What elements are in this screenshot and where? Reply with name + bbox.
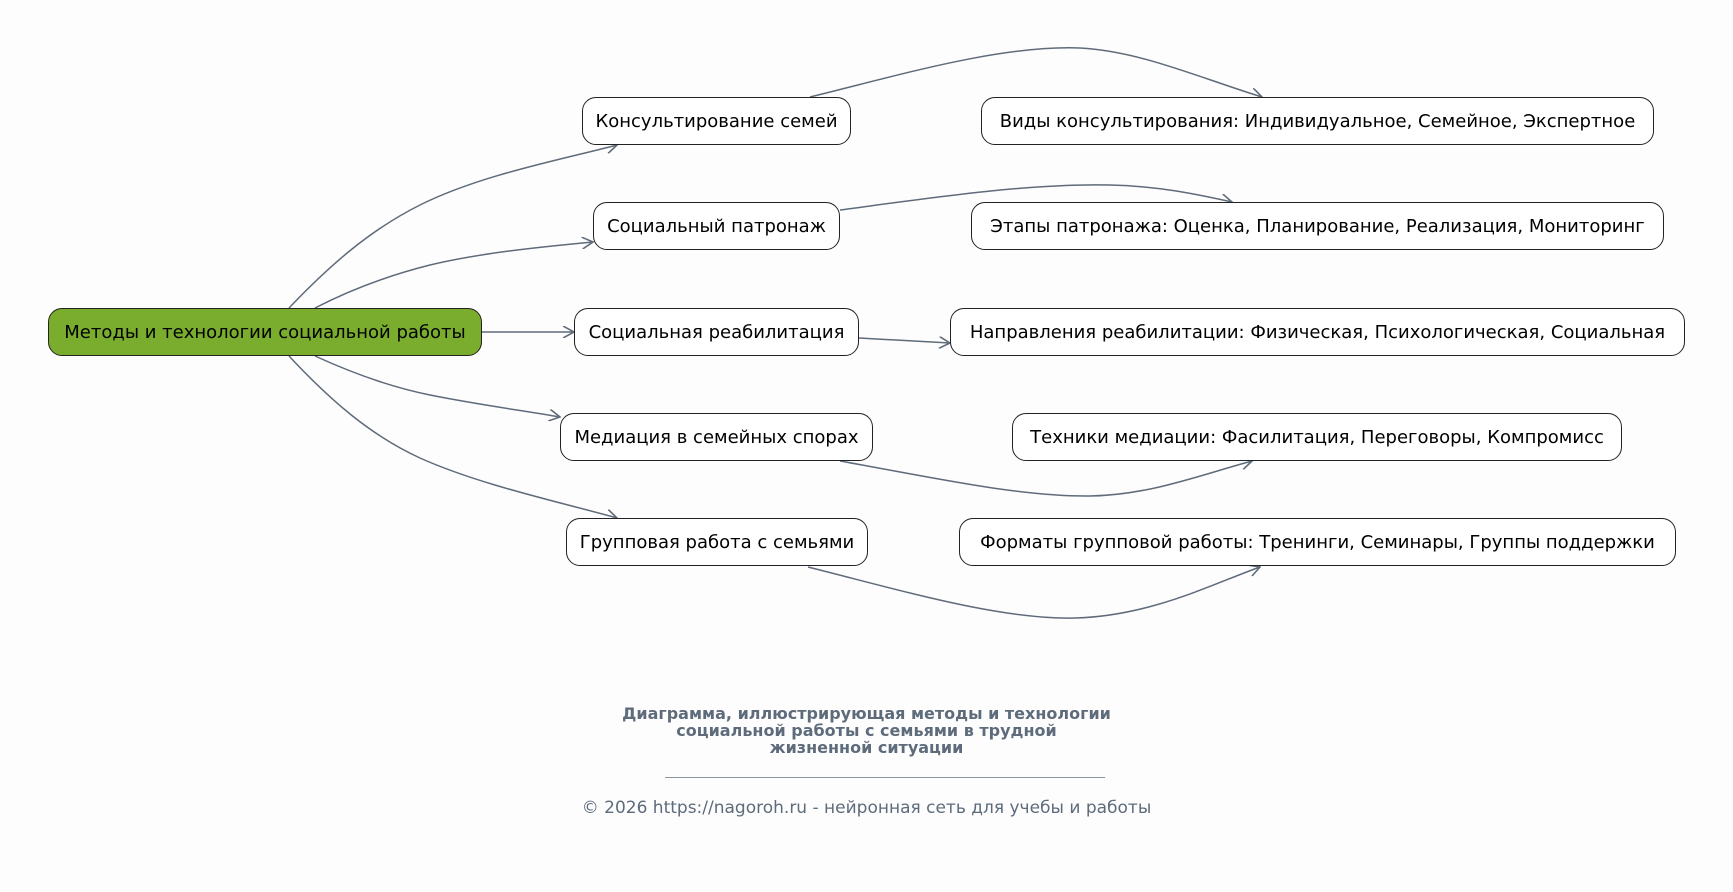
method-node-label: Групповая работа с семьями [579,531,855,553]
method-node-label: Консультирование семей [595,110,838,132]
diagram-caption-line-2: социальной работы с семьями в трудной [676,721,1057,740]
detail-node-mediation-techniques[interactable]: Техники медиации: Фасилитация, Переговор… [1012,413,1622,461]
root-node-label: Методы и технологии социальной работы [64,321,466,343]
footer-copyright: © 2026 https://nagoroh.ru - нейронная се… [581,798,1152,818]
edge-root-to-method-1 [288,145,617,309]
diagram-caption-line-1: Диаграмма, иллюстрирующая методы и техно… [622,704,1111,723]
detail-node-patronage-stages[interactable]: Этапы патронажа: Оценка, Планирование, Р… [971,202,1664,250]
detail-node-label: Виды консультирования: Индивидуальное, С… [999,110,1636,132]
edge-method-5-to-detail [807,567,1260,619]
method-node-counseling[interactable]: Консультирование семей [582,97,851,145]
method-node-label: Медиация в семейных спорах [574,426,859,448]
edge-root-to-method-2 [314,242,593,309]
method-node-group-work[interactable]: Групповая работа с семьями [566,518,868,566]
detail-node-label: Техники медиации: Фасилитация, Переговор… [1030,426,1604,448]
edge-root-to-method-4 [314,355,560,417]
edge-method-1-to-detail [809,47,1262,97]
edge-method-4-to-detail [839,461,1252,497]
method-node-patronage[interactable]: Социальный патронаж [593,202,840,250]
method-node-rehabilitation[interactable]: Социальная реабилитация [574,308,859,356]
diagram-caption-line-3: жизненной ситуации [769,738,964,757]
edge-method-2-to-detail [839,184,1232,211]
detail-node-rehabilitation-directions[interactable]: Направления реабилитации: Физическая, Пс… [950,308,1685,356]
method-node-label: Социальная реабилитация [588,321,845,343]
detail-node-group-formats[interactable]: Форматы групповой работы: Тренинги, Семи… [959,518,1676,566]
detail-node-label: Форматы групповой работы: Тренинги, Семи… [980,531,1655,553]
detail-node-counseling-types[interactable]: Виды консультирования: Индивидуальное, С… [981,97,1654,145]
method-node-mediation[interactable]: Медиация в семейных спорах [560,413,873,461]
caption-divider [665,777,1105,778]
edge-root-to-method-5 [288,355,617,518]
method-node-label: Социальный патронаж [607,215,826,237]
detail-node-label: Этапы патронажа: Оценка, Планирование, Р… [990,215,1645,237]
edge-method-3-to-detail [858,338,950,343]
detail-node-label: Направления реабилитации: Физическая, Пс… [969,321,1666,343]
root-node[interactable]: Методы и технологии социальной работы [48,308,482,356]
